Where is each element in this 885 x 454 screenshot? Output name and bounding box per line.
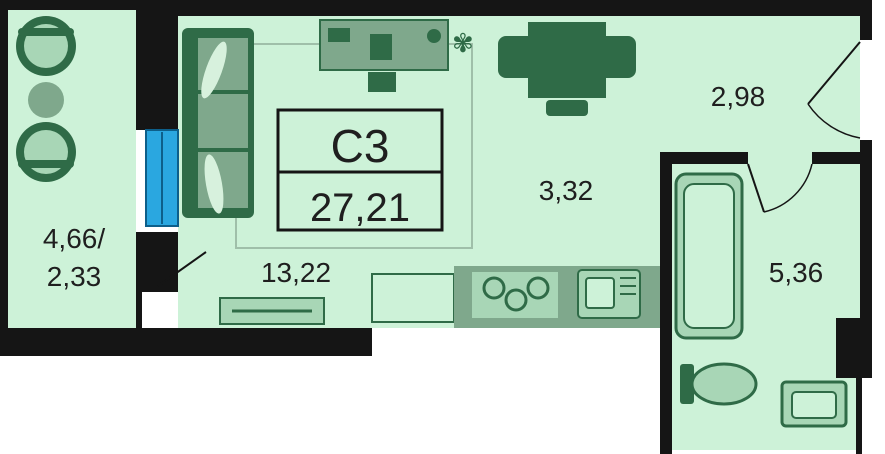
toilet <box>680 362 758 406</box>
balcony-door <box>157 251 207 287</box>
bathroom-sink <box>780 380 848 428</box>
entrance-door <box>807 41 861 139</box>
balcony-furniture <box>16 16 76 182</box>
bathtub <box>674 172 744 340</box>
living-area: 13,22 <box>261 257 331 288</box>
radiator <box>219 297 325 325</box>
dining-table <box>498 22 636 116</box>
balcony-area-line2: 2,33 <box>47 261 102 292</box>
apartment-type: С3 <box>331 120 390 172</box>
hall-area: 2,98 <box>711 81 766 112</box>
apartment-label-box <box>276 108 444 232</box>
apartment-total-area: 27,21 <box>310 186 410 230</box>
sofa <box>182 28 254 218</box>
balcony-area-line1: 4,66/ <box>43 223 105 254</box>
bathroom-area: 5,36 <box>769 257 824 288</box>
kitchen-counter <box>371 266 660 328</box>
desk <box>319 19 449 92</box>
kitchen-area: 3,32 <box>539 175 594 206</box>
plant-icon: ✾ <box>452 29 474 59</box>
bathroom-door <box>747 163 813 213</box>
